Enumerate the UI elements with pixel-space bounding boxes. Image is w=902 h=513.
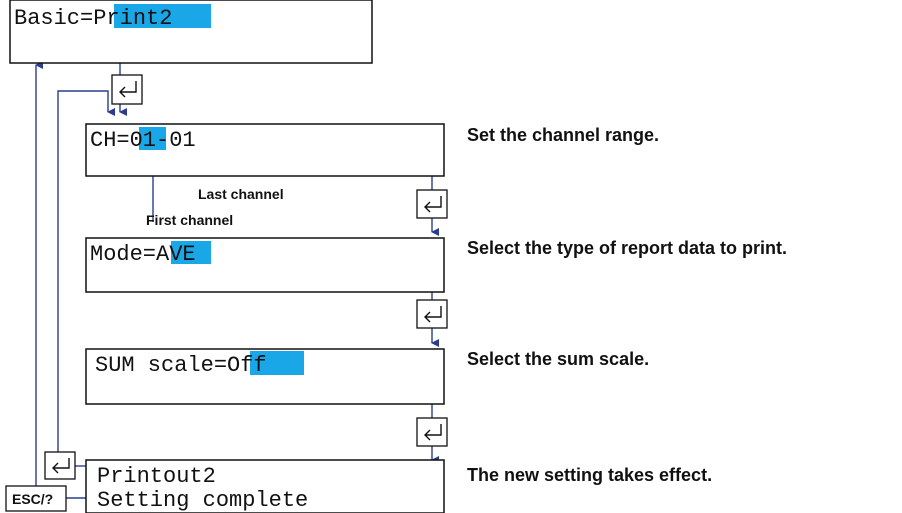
mode-description: Select the type of report data to print. (467, 238, 787, 258)
setting-complete-screen: Printout2 Setting complete (85, 459, 445, 513)
first-channel-label: First channel (146, 212, 233, 228)
esc-key: ESC/? (5, 485, 67, 512)
enter-key-icon (416, 299, 448, 329)
enter-key-icon (111, 74, 143, 105)
mode-value: AVE (156, 242, 196, 267)
basic-screen: Basic=Print2 (9, 0, 373, 64)
esc-key-label: ESC/? (12, 491, 53, 507)
done-description: The new setting takes effect. (467, 465, 712, 485)
done-line1: Printout2 (97, 464, 216, 489)
sum-value: Off (227, 353, 267, 378)
mode-prefix: Mode= (90, 242, 156, 267)
sum-scale-screen: SUM scale=Off (85, 348, 445, 405)
channel-first: 01 (130, 128, 156, 153)
last-channel-label: Last channel (198, 186, 284, 202)
svg-text:CH=01-01: CH=01-01 (90, 128, 196, 153)
channel-last: 01 (169, 128, 195, 153)
mode-value-highlight (171, 241, 211, 264)
channel-first-highlight (139, 127, 166, 150)
enter-key-icon (416, 417, 448, 447)
enter-key-icon (44, 451, 76, 480)
basic-value-highlight (114, 4, 211, 28)
basic-value: Print2 (93, 6, 172, 31)
svg-text:SUM scale=Off: SUM scale=Off (95, 353, 267, 378)
channel-prefix: CH= (90, 128, 130, 153)
mode-screen: Mode=AVE (85, 237, 445, 293)
channel-separator: - (156, 128, 169, 153)
svg-text:Basic=Print2: Basic=Print2 (14, 6, 172, 31)
svg-text:Mode=AVE: Mode=AVE (90, 242, 196, 267)
sum-description: Select the sum scale. (467, 349, 649, 369)
done-line2: Setting complete (97, 488, 308, 513)
sum-value-highlight (250, 351, 304, 375)
enter-key-icon (416, 189, 448, 219)
channel-description: Set the channel range. (467, 125, 659, 145)
basic-prefix: Basic= (14, 6, 93, 31)
channel-screen: CH=01-01 (85, 123, 445, 177)
sum-prefix: SUM scale= (95, 353, 227, 378)
